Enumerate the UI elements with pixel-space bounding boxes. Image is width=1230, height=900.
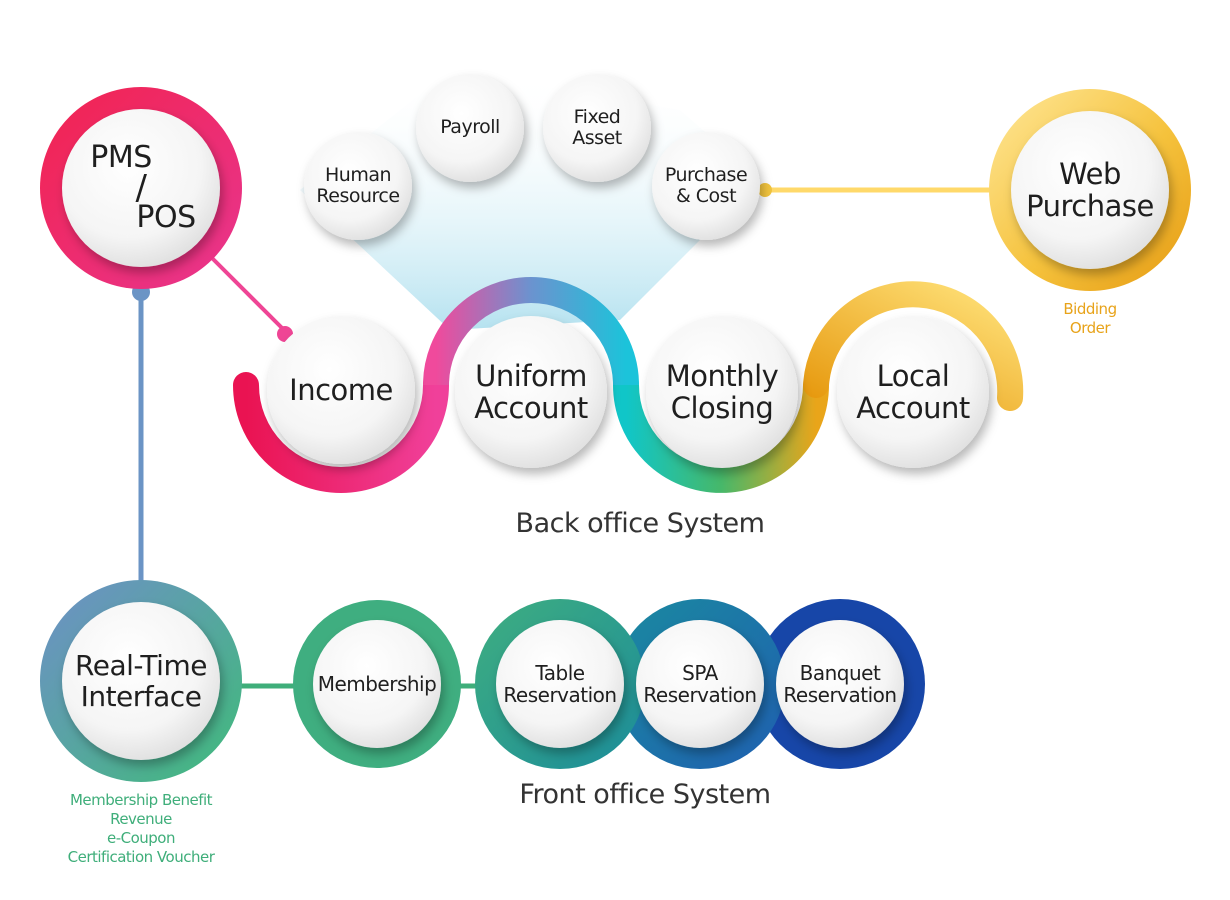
real-time-inner: [62, 602, 220, 760]
table-text: Table: [535, 660, 585, 685]
note-certification-voucher: Certification Voucher: [67, 848, 215, 866]
human-resource-circle: [304, 132, 412, 240]
membership-text: Membership: [317, 671, 437, 696]
banquet-reservation-text: Reservation: [783, 683, 897, 707]
table-reservation-text: Reservation: [503, 683, 617, 707]
purchase-web-dot: [758, 183, 772, 197]
table-inner: [496, 620, 624, 748]
interface-text: Interface: [80, 680, 202, 713]
monthly-closing-label: Monthly Closing: [646, 316, 798, 468]
slash-text: /: [135, 168, 147, 208]
monthly-closing-circle: [646, 316, 798, 468]
monthly-arc: [613, 384, 829, 493]
pms-income-connector: [210, 256, 290, 336]
local-arc: [803, 281, 1024, 411]
real-time-label: Real-Time Interface: [62, 603, 220, 759]
fixed-asset-circle: [543, 74, 651, 182]
human-text: Human: [324, 163, 392, 186]
local-account-circle: [837, 316, 989, 468]
web-purchase-label: Web Purchase: [1011, 112, 1169, 268]
account-text: Account: [474, 391, 588, 425]
purchase-text: Purchase: [1026, 189, 1154, 223]
note-revenue: Revenue: [110, 810, 172, 828]
purchase-cost-line1: Purchase: [664, 163, 748, 186]
real-time-text: Real-Time: [75, 648, 207, 682]
pms-pos-inner: [62, 109, 220, 267]
purchase-cost-line2: & Cost: [675, 185, 737, 207]
spa-reservation-label: SPA Reservation: [636, 620, 764, 748]
spa-reservation-text: Reservation: [643, 683, 757, 707]
note-e-coupon: e-Coupon: [106, 829, 176, 847]
purchase-cost-circle: [652, 132, 760, 240]
uniform-arc: [423, 277, 639, 386]
income-arc: [233, 372, 449, 493]
note-membership-benefit: Membership Benefit: [69, 791, 213, 809]
web-purchase-inner: [1011, 111, 1169, 269]
asset-text: Asset: [572, 127, 622, 149]
spa-text: SPA: [682, 660, 718, 685]
monthly-text: Monthly: [665, 358, 779, 393]
local-account-label: Local Account: [837, 316, 989, 468]
front-office-title: Front office System: [519, 779, 771, 810]
pms-pos-label: PMS / POS: [62, 110, 220, 266]
membership-label: Membership: [313, 620, 441, 748]
payroll-circle: [416, 74, 524, 182]
payroll-text: Payroll: [440, 116, 500, 139]
back-office-title: Back office System: [515, 508, 765, 539]
fixed-asset-label: Fixed Asset: [543, 74, 651, 182]
income-text: Income: [289, 372, 393, 407]
pms-text: PMS: [90, 140, 152, 176]
payroll-label: Payroll: [416, 74, 524, 182]
local-text: Local: [876, 358, 950, 393]
pos-text: POS: [136, 200, 196, 235]
closing-text: Closing: [670, 391, 774, 425]
income-label: Income: [267, 316, 415, 464]
bidding-note: Bidding: [1063, 300, 1117, 318]
banquet-text: Banquet: [799, 660, 881, 685]
banquet-inner: [776, 620, 904, 748]
income-circle: [267, 316, 415, 464]
spa-inner: [636, 620, 764, 748]
resource-text: Resource: [316, 185, 400, 207]
banquet-reservation-label: Banquet Reservation: [776, 620, 904, 748]
web-text: Web: [1059, 156, 1121, 191]
real-time-notes: Membership Benefit Revenue e-Coupon Cert…: [41, 791, 241, 867]
uniform-account-circle: [455, 316, 607, 468]
order-note: Order: [1069, 319, 1111, 337]
purchase-cost-label: Purchase & Cost: [652, 132, 760, 240]
membership-inner: [313, 620, 441, 748]
local-account-text: Account: [856, 391, 970, 425]
human-resource-label: Human Resource: [304, 132, 412, 240]
uniform-text: Uniform: [475, 358, 587, 393]
uniform-account-label: Uniform Account: [455, 316, 607, 468]
table-reservation-label: Table Reservation: [496, 620, 624, 748]
fixed-text: Fixed: [573, 105, 621, 128]
web-purchase-notes: Bidding Order: [1030, 300, 1150, 338]
